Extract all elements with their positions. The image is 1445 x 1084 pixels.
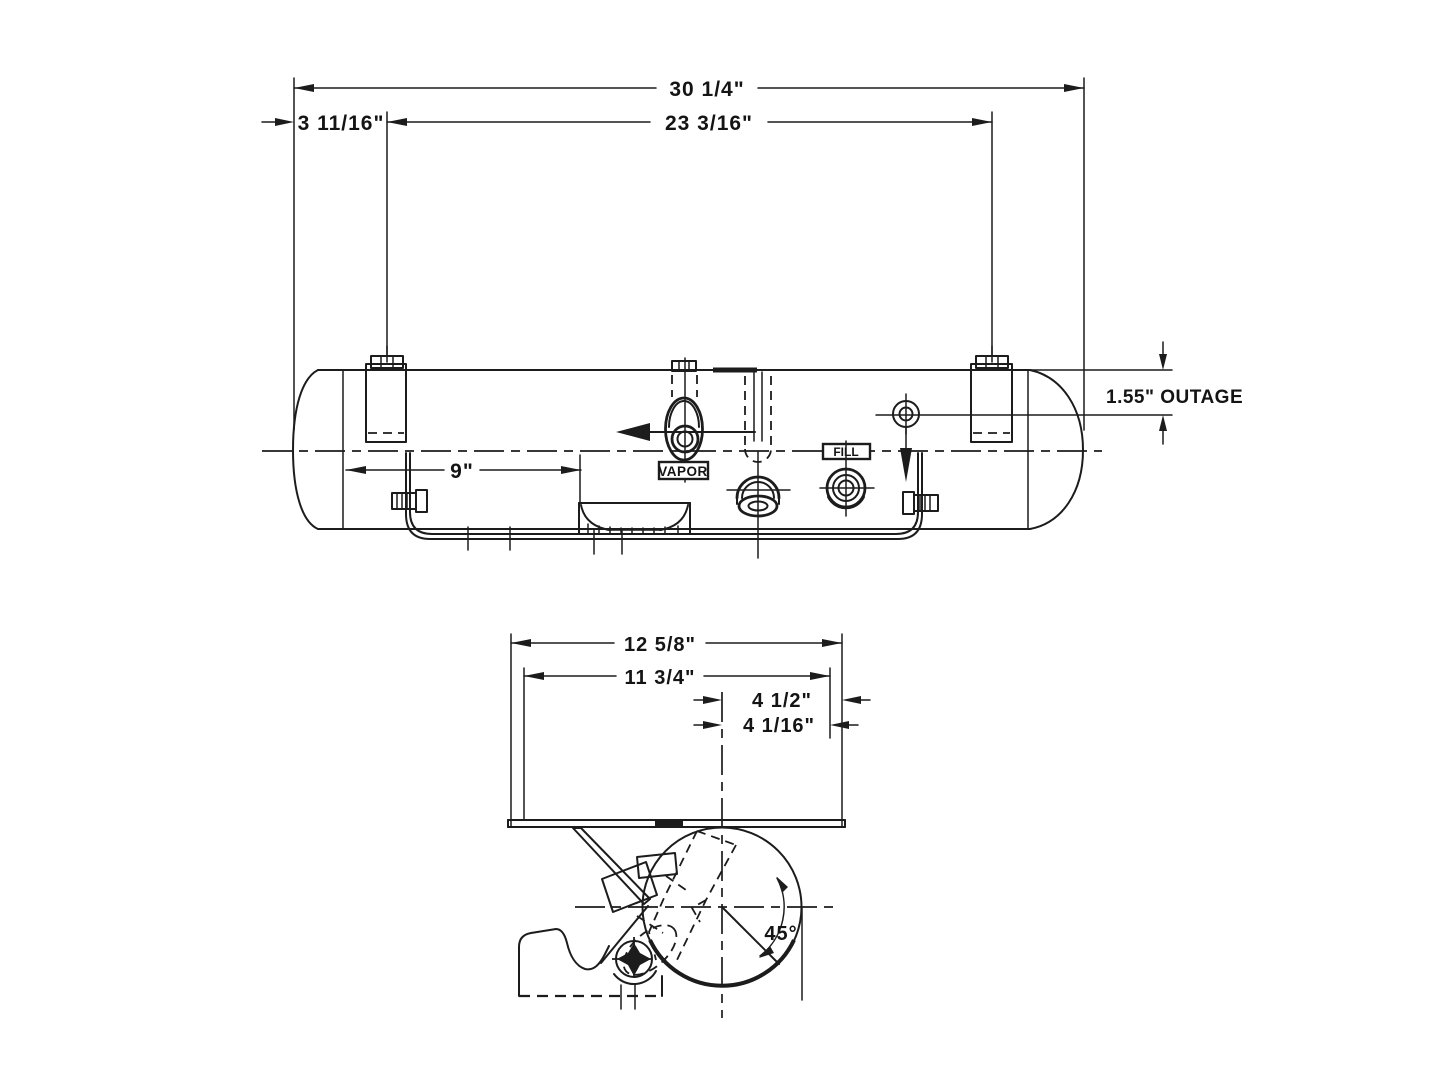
side-view: 30 1/4" 3 11/16" 23 3/16" xyxy=(261,77,1243,559)
dim-right-of-center: 4 1/2" xyxy=(693,690,871,712)
arrowhead-right-tip xyxy=(703,696,722,704)
saddle-skid xyxy=(578,502,691,535)
bracket-body xyxy=(970,363,1013,443)
arrowhead-up xyxy=(1159,415,1167,431)
arrowhead-left-tip xyxy=(842,696,861,704)
arrowhead-right xyxy=(810,672,830,680)
saddle-hatching xyxy=(587,523,679,534)
dim-plate-width: 12 5/8" xyxy=(510,633,843,828)
arc-arrowhead-top xyxy=(777,877,788,893)
angle-label: 45° xyxy=(764,923,797,945)
mounting-bracket-right xyxy=(970,345,1013,443)
vapor-label: VAPOR xyxy=(658,464,708,479)
saddle-curve-right xyxy=(659,504,689,531)
valve-silhouette-hidden xyxy=(622,830,737,976)
arrowhead-left xyxy=(511,639,531,647)
dim-overall-length-label: 30 1/4" xyxy=(669,78,744,101)
vapor-outlet-outer xyxy=(670,424,700,454)
arrowhead-right xyxy=(561,466,581,474)
dim-angle-45: 45° xyxy=(721,877,797,965)
mounting-bracket-left xyxy=(365,345,407,443)
roller-assembly xyxy=(612,937,657,986)
tank-right-endcap xyxy=(1029,369,1084,530)
support-strut xyxy=(572,827,651,905)
arrowhead-right xyxy=(822,639,842,647)
mounting-strap xyxy=(391,452,939,555)
dim-left-offset-label: 3 11/16" xyxy=(298,112,385,135)
arrowhead-left xyxy=(387,118,407,126)
tank-left-endcap xyxy=(292,369,319,530)
strap-bolt-left xyxy=(391,489,428,513)
tank-end-circle xyxy=(575,692,840,1018)
saddle-curve-left xyxy=(580,504,611,531)
plate-weld-pad xyxy=(655,821,683,828)
vapor-label-box xyxy=(657,460,710,481)
end-view: 12 5/8" 11 3/4" 4 1/2" 4 1/16" xyxy=(507,633,871,1018)
hook-profile xyxy=(518,928,610,997)
arrowhead-left xyxy=(346,466,366,474)
fill-valve-assembly: FILL xyxy=(819,440,875,517)
arrowhead-left xyxy=(294,84,314,92)
outage-gauge-fitting xyxy=(892,393,920,482)
dim-overall-length: 30 1/4" xyxy=(293,77,1085,431)
dim-fill-offset-label: 4 1/16" xyxy=(743,715,815,737)
vapor-valve-body xyxy=(664,396,704,462)
bracket-edge-line xyxy=(600,905,649,964)
strap-outer xyxy=(405,452,923,540)
outage-level-arrow xyxy=(900,448,912,482)
dim-plate-width-label: 12 5/8" xyxy=(624,634,696,656)
arrowhead-down xyxy=(1159,354,1167,370)
dim-bracket-spacing-label: 23 3/16" xyxy=(665,112,753,135)
dim-saddle-offset: 9" xyxy=(345,454,582,503)
arrowhead-right-tip xyxy=(703,721,722,729)
float-gauge xyxy=(726,451,791,559)
bracket-plate xyxy=(601,861,658,913)
dim-right-of-center-label: 4 1/2" xyxy=(752,690,812,712)
arrowhead-left-tip xyxy=(830,721,849,729)
hidden-valve-body xyxy=(622,924,678,976)
dim-outage-label: 1.55" OUTAGE xyxy=(1106,387,1243,408)
dim-fill-offset: 4 1/16" xyxy=(693,715,859,737)
bracket-assembly xyxy=(572,827,678,964)
arrowhead-outside xyxy=(275,118,294,126)
dip-tube-assembly xyxy=(744,371,772,463)
vapor-valve-cap xyxy=(668,400,700,428)
dim-bolt-spacing: 11 3/4" xyxy=(523,667,831,821)
hook-bracket xyxy=(518,928,663,1010)
dim-bracket-spacing: 23 3/16" xyxy=(386,111,993,363)
arrowhead-right xyxy=(1064,84,1084,92)
arrowhead-left xyxy=(524,672,544,680)
vapor-bolt-head xyxy=(671,360,697,372)
vapor-flow-arrow xyxy=(616,423,650,441)
dim-outage: 1.55" OUTAGE xyxy=(875,341,1243,445)
arc-arrowhead-bottom xyxy=(759,946,774,958)
dim-left-offset: 3 11/16" xyxy=(261,112,385,135)
bracket-block xyxy=(636,852,678,879)
arrowhead-right xyxy=(972,118,992,126)
strap-inner xyxy=(409,452,919,535)
dim-bolt-spacing-label: 11 3/4" xyxy=(625,667,696,689)
roller-under-arc xyxy=(613,970,657,986)
dim-saddle-offset-label: 9" xyxy=(450,460,474,483)
mounting-plate xyxy=(507,819,846,828)
bracket-body xyxy=(365,363,407,443)
strap-bolt-right xyxy=(902,491,939,515)
vapor-valve-assembly: VAPOR xyxy=(616,357,756,483)
